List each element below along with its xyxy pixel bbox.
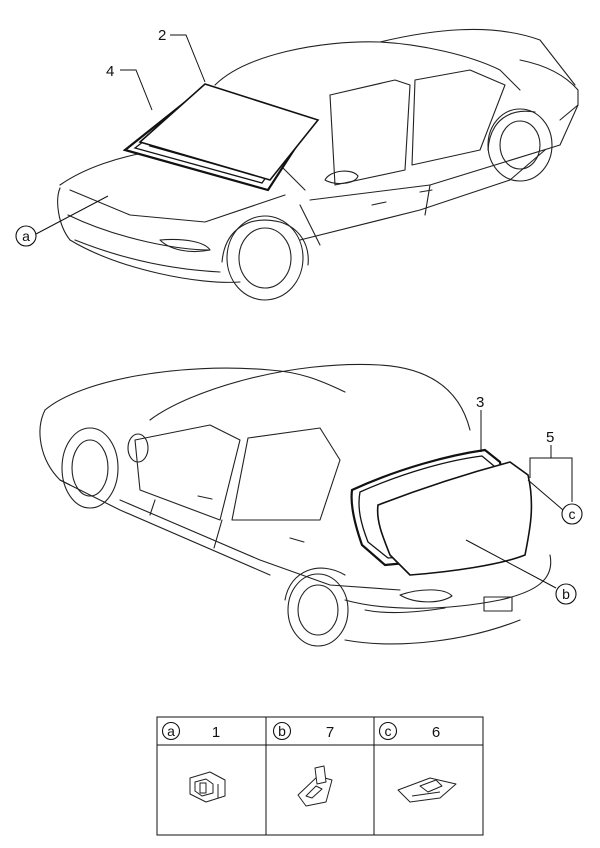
legend-part-no-a: 1 — [212, 724, 220, 741]
callout-ref-c-rear: c — [527, 479, 583, 525]
legend-part-no-b: 7 — [326, 724, 334, 741]
svg-text:4: 4 — [106, 63, 114, 80]
legend-part-no-c: 6 — [432, 724, 440, 741]
legend-col-a: a 1 — [161, 721, 226, 803]
callout-front-seal: 2 — [158, 27, 206, 83]
callout-ref-a-front: a — [15, 195, 109, 247]
glass-pad-part-icon — [397, 777, 457, 803]
legend-col-b: b 7 — [272, 721, 334, 807]
callout-rear-glass: 3 — [476, 394, 484, 452]
callout-ref-b-rear: b — [465, 539, 577, 605]
rear-windshield-moulding — [376, 461, 533, 576]
rear-view-car — [39, 363, 552, 647]
glass-clip-part-icon — [189, 771, 226, 803]
svg-text:c: c — [569, 506, 576, 522]
svg-text:2: 2 — [158, 27, 166, 44]
legend-ref-b: b — [278, 723, 286, 739]
svg-text:a: a — [22, 228, 30, 244]
legend-col-c: c 6 — [378, 721, 457, 803]
svg-text:5: 5 — [546, 429, 554, 446]
svg-text:3: 3 — [476, 394, 484, 411]
callout-rear-seal: 5 — [529, 429, 573, 502]
glass-spacer-part-icon — [297, 765, 333, 807]
front-windshield-moulding — [138, 83, 320, 181]
parts-legend-table — [156, 716, 484, 836]
legend-ref-c: c — [385, 723, 392, 739]
callout-front-glass: 4 — [106, 63, 153, 111]
legend-ref-a: a — [167, 723, 175, 739]
svg-text:b: b — [562, 586, 570, 602]
